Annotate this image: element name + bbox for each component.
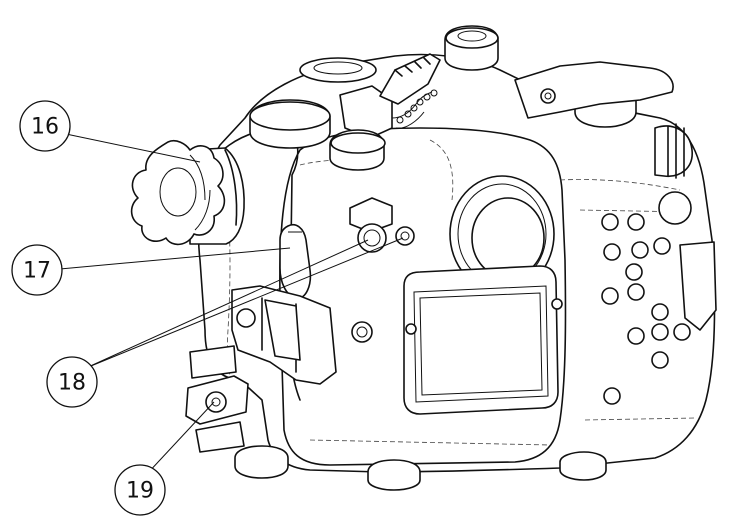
callout-label-16: 16 [31,115,59,140]
callout-label-17: 17 [23,259,51,284]
top-knob-center [444,25,499,71]
foot-left [234,445,289,479]
right-button-cluster [351,213,691,405]
leader-line-18b [85,237,404,369]
side-latch-assembly [185,285,337,453]
lower-left-lever [279,224,312,299]
callout-17: 17 [11,244,63,296]
callout-label-19: 19 [126,479,154,504]
lcd-window [403,265,563,415]
left-control-knob [130,139,245,246]
leader-line-18 [85,239,369,369]
callout-18: 18 [46,356,98,408]
foot-center [367,459,421,491]
foot-right [559,451,607,481]
callout-16: 16 [19,100,71,152]
viewfinder-port [449,175,555,293]
callout-label-18: 18 [58,371,86,396]
bulkhead-connector [329,53,441,171]
callout-19: 19 [114,464,166,516]
leader-line-19 [145,401,215,476]
leader-line-16 [65,133,201,163]
small-buttons [349,197,415,253]
leader-line-17 [59,247,291,270]
